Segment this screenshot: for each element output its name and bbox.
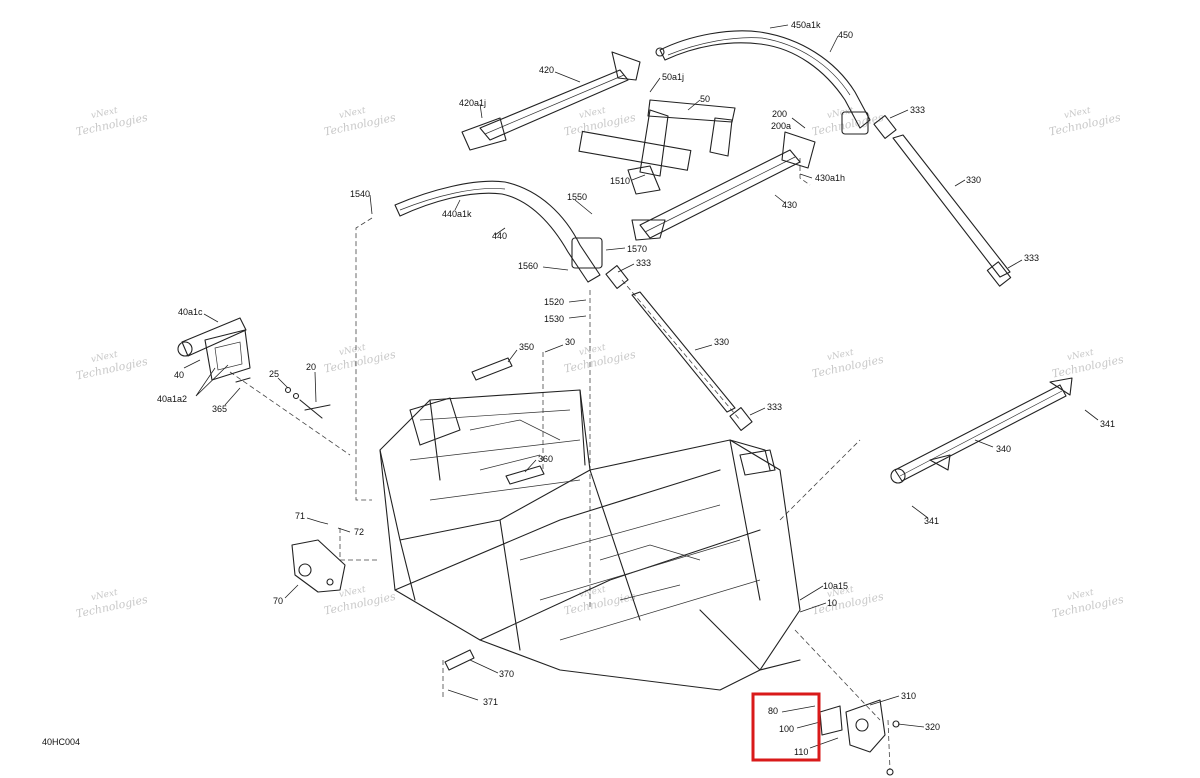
- part-340-rear-bar: [890, 377, 1073, 484]
- label-71: 71: [295, 511, 305, 521]
- watermark: vNext Technologies: [1048, 106, 1122, 139]
- label-430: 430: [782, 200, 797, 210]
- part-50-cross-member: [578, 99, 736, 195]
- part-310-bracket: [819, 699, 900, 776]
- label-1560: 1560: [518, 261, 538, 271]
- label-450a1k: 450a1k: [791, 20, 821, 30]
- part-350-360-370: [444, 357, 545, 671]
- part-70-bracket: [291, 539, 346, 593]
- label-30: 30: [565, 337, 575, 347]
- label-50: 50: [700, 94, 710, 104]
- dash-330-upper: [621, 279, 741, 421]
- watermark: vNext Technologies: [1051, 348, 1125, 381]
- label-371: 371: [483, 697, 498, 707]
- label-341-lower: 341: [924, 516, 939, 526]
- label-360: 360: [538, 454, 553, 464]
- label-70: 70: [273, 596, 283, 606]
- label-320: 320: [925, 722, 940, 732]
- part-450-roof-bar: [655, 30, 871, 135]
- dash-320: [887, 719, 891, 771]
- label-440: 440: [492, 231, 507, 241]
- watermark: vNext Technologies: [811, 348, 885, 381]
- label-10a15: 10a15: [823, 581, 848, 591]
- label-333-top: 333: [910, 105, 925, 115]
- part-330-tube-center: [605, 265, 753, 431]
- label-1540: 1540: [350, 189, 370, 199]
- label-333-upper: 333: [636, 258, 651, 268]
- label-10: 10: [827, 598, 837, 608]
- label-40a1a2: 40a1a2: [157, 394, 187, 404]
- label-430a1h: 430a1h: [815, 173, 845, 183]
- label-1550: 1550: [567, 192, 587, 202]
- label-50a1j: 50a1j: [662, 72, 684, 82]
- assembly-lines: [229, 158, 891, 771]
- watermark: vNext Technologies: [75, 588, 149, 621]
- label-200a: 200a: [771, 121, 791, 131]
- label-72: 72: [354, 527, 364, 537]
- label-420a1j: 420a1j: [459, 98, 486, 108]
- label-365: 365: [212, 404, 227, 414]
- label-1520: 1520: [544, 297, 564, 307]
- main-chassis-frame: [379, 389, 801, 691]
- watermark: vNext Technologies: [1051, 588, 1125, 621]
- label-370: 370: [499, 669, 514, 679]
- label-1530: 1530: [544, 314, 564, 324]
- label-440a1k: 440a1k: [442, 209, 472, 219]
- highlight-box[interactable]: [751, 692, 821, 762]
- watermark: vNext Technologies: [811, 106, 885, 139]
- dash-40: [229, 371, 351, 456]
- watermark: vNext Technologies: [75, 106, 149, 139]
- diagram-code: 40HC004: [42, 737, 80, 747]
- dash-1540: [355, 217, 373, 501]
- label-333-right: 333: [1024, 253, 1039, 263]
- label-200: 200: [772, 109, 787, 119]
- label-333-center: 333: [767, 402, 782, 412]
- dash-310: [794, 629, 881, 721]
- label-330-center: 330: [714, 337, 729, 347]
- label-1570: 1570: [627, 244, 647, 254]
- label-25: 25: [269, 369, 279, 379]
- label-40: 40: [174, 370, 184, 380]
- part-420-cross-bar: [461, 51, 641, 151]
- watermark: vNext Technologies: [75, 350, 149, 383]
- label-350: 350: [519, 342, 534, 352]
- watermark: vNext Technologies: [323, 343, 397, 376]
- part-330-tube-right: [873, 115, 1012, 287]
- part-labels: 450a1k 450 420 50a1j 50 420a1j 200 200a …: [42, 20, 1115, 757]
- label-341-upper: 341: [1100, 419, 1115, 429]
- label-100: 100: [779, 724, 794, 734]
- label-450: 450: [838, 30, 853, 40]
- dash-430a1h: [799, 158, 811, 186]
- label-340: 340: [996, 444, 1011, 454]
- label-80: 80: [768, 706, 778, 716]
- label-110: 110: [794, 747, 808, 757]
- leader-lines: [183, 24, 1099, 749]
- part-440-roof-bar: [394, 180, 603, 283]
- label-40a1c: 40a1c: [178, 307, 203, 317]
- label-20: 20: [306, 362, 316, 372]
- watermark: vNext Technologies: [563, 106, 637, 139]
- dash-340: [779, 439, 861, 521]
- part-430-bar: [631, 131, 816, 241]
- label-1510: 1510: [610, 176, 630, 186]
- label-310: 310: [901, 691, 916, 701]
- watermark: vNext Technologies: [323, 106, 397, 139]
- label-330-right: 330: [966, 175, 981, 185]
- label-420: 420: [539, 65, 554, 75]
- part-40-bracket: [177, 317, 251, 381]
